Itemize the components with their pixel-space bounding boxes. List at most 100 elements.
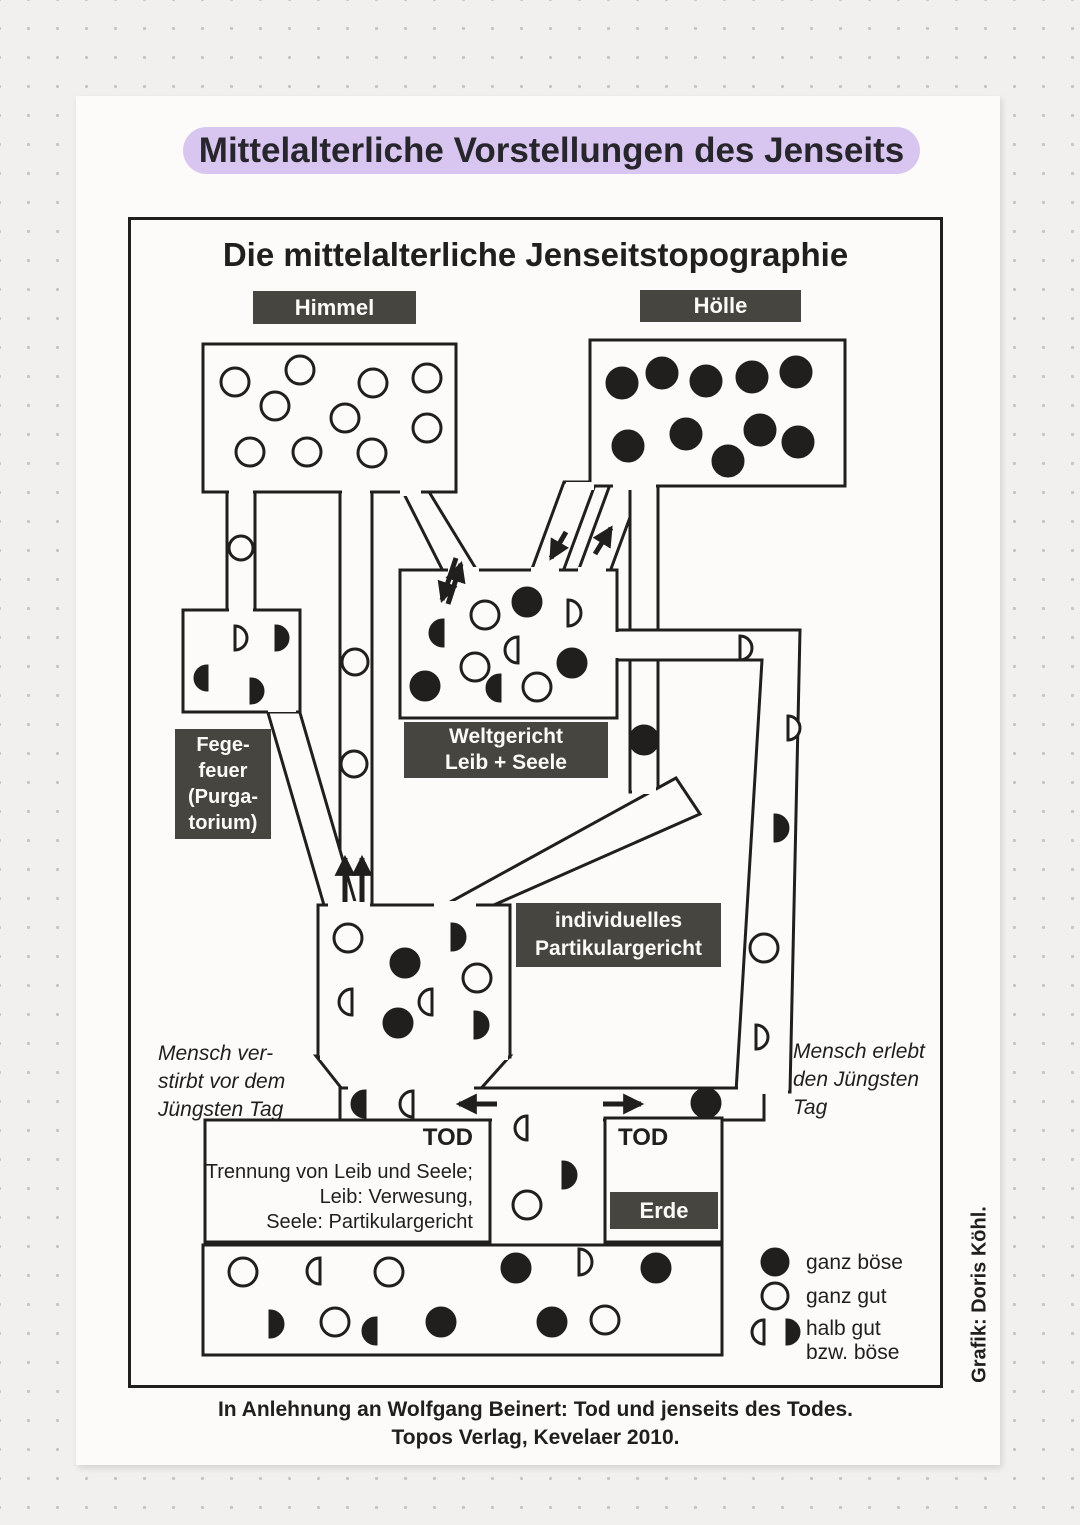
- soul-b-hoelle: [711, 444, 745, 478]
- legend-label-good: ganz gut: [806, 1285, 887, 1308]
- legend-symbols: [750, 1247, 801, 1346]
- soul-hr-weltgericht: [566, 598, 583, 628]
- soul-hrf-fegefeuer: [274, 624, 290, 652]
- soul-g-himmel: [234, 436, 266, 468]
- soul-hr-kanal-rechts: [786, 714, 802, 742]
- soul-hrf-partikulargericht: [473, 1010, 490, 1040]
- soul-g-kanal-rechts: [748, 932, 780, 964]
- soul-g-erde: [589, 1304, 621, 1336]
- soul-b-hoelle: [781, 425, 815, 459]
- soul-b-hoelle: [645, 356, 679, 390]
- soul-g-weltgericht: [459, 651, 491, 683]
- soul-g-himmel: [284, 354, 316, 386]
- soul-hlf-fegefeuer: [193, 664, 209, 692]
- soul-g-himmel: [356, 437, 388, 469]
- death-explanation: Trennung von Leib und Seele; Leib: Verwe…: [205, 1161, 473, 1233]
- soul-hl-partikulargericht: [337, 987, 354, 1017]
- soul-g-kanal-himmel-partikular: [340, 647, 370, 677]
- soul-g-himmel: [329, 402, 361, 434]
- soul-b-hoelle: [735, 360, 769, 394]
- soul-b-hoelle: [605, 366, 639, 400]
- purgatory-label: Fege- feuer (Purga- torium): [175, 729, 271, 839]
- region-boxes: [181, 338, 847, 1357]
- soul-b-erde: [425, 1306, 457, 1338]
- attribution-line2: Topos Verlag, Kevelaer 2010.: [391, 1426, 680, 1449]
- soul-g-kanal-himmel-partikular: [339, 749, 369, 779]
- soul-b-tod-kanal: [690, 1087, 722, 1119]
- soul-hlf-tod-kanal: [350, 1089, 367, 1119]
- arrow-hell-to-worldjudgment: [548, 530, 570, 561]
- diagram-title: Die mittelalterliche Jenseitstopographie: [222, 236, 849, 273]
- soul-g-partikulargericht: [461, 962, 493, 994]
- soul-b-hoelle: [743, 413, 777, 447]
- soul-hl-erde: [305, 1256, 322, 1286]
- soul-hrf-tod-fall: [561, 1160, 578, 1190]
- soul-g-partikulargericht: [332, 922, 364, 954]
- soul-hrf-partikulargericht: [450, 922, 467, 952]
- soul-hlf-weltgericht: [485, 673, 502, 703]
- soul-g-erde: [227, 1256, 259, 1288]
- arrow-worldjudgment-to-hell: [592, 525, 614, 556]
- soul-b-partikulargericht: [382, 1007, 414, 1039]
- death-label-left: TOD: [422, 1124, 473, 1151]
- soul-g-erde: [319, 1306, 351, 1338]
- soul-symbols: [193, 354, 815, 1346]
- death-label-right: TOD: [618, 1124, 669, 1151]
- earth-box: [201, 1243, 724, 1357]
- flow-arrows: [334, 525, 645, 1115]
- soul-b-hoelle: [779, 355, 813, 389]
- hell-label: Hölle: [640, 290, 801, 322]
- page-title-highlight: Mittelalterliche Vorstellungen des Jense…: [183, 127, 920, 174]
- soul-b-kanal-hoelle-abstieg: [628, 724, 660, 756]
- soul-hr-erde: [577, 1247, 594, 1277]
- soul-b-hoelle: [611, 429, 645, 463]
- soul-hl-weltgericht: [503, 635, 520, 665]
- soul-g-tod-fall: [511, 1189, 543, 1221]
- soul-b-weltgericht: [409, 670, 441, 702]
- purgatory-box: [181, 608, 302, 714]
- soul-b-weltgericht: [511, 586, 543, 618]
- soul-g-erde: [373, 1256, 405, 1288]
- world-judgment-label: Weltgericht Leib + Seele: [404, 722, 608, 778]
- soul-b-legend: [760, 1247, 790, 1277]
- soul-hrf-fegefeuer: [249, 677, 265, 705]
- soul-hrf-legend: [785, 1318, 801, 1346]
- soul-g-weltgericht: [469, 599, 501, 631]
- note-dies-before-judgment-day: Mensch ver- stirbt vor dem Jüngsten Tag: [158, 1042, 286, 1121]
- soul-b-weltgericht: [556, 647, 588, 679]
- channel-heaven-worldjudgment: [395, 480, 484, 579]
- soul-hl-partikulargericht: [417, 987, 434, 1017]
- soul-hrf-erde: [268, 1309, 285, 1339]
- soul-hr-kanal-rechts: [738, 634, 754, 662]
- soul-b-erde: [536, 1306, 568, 1338]
- heaven-label: Himmel: [253, 291, 416, 324]
- graphic-credit: Grafik: Doris Köhl.: [968, 1206, 991, 1383]
- channel-particular-ascent: [431, 776, 703, 914]
- soul-g-himmel: [259, 390, 291, 422]
- soul-b-hoelle: [669, 417, 703, 451]
- soul-hl-tod-kanal: [398, 1089, 415, 1119]
- soul-g-himmel: [219, 366, 251, 398]
- soul-g-himmel: [411, 412, 443, 444]
- earth-label: Erde: [610, 1192, 718, 1229]
- soul-g-himmel: [357, 367, 389, 399]
- soul-b-erde: [640, 1252, 672, 1284]
- death-left-text-box: [203, 1118, 492, 1244]
- soul-g-weltgericht: [521, 671, 553, 703]
- legend-label-bad: ganz böse: [806, 1251, 903, 1274]
- attribution-line1: In Anlehnung an Wolfgang Beinert: Tod un…: [217, 1398, 854, 1421]
- channel-heaven-particular: [338, 478, 374, 914]
- soul-hlf-weltgericht: [428, 618, 445, 648]
- soul-hlf-erde: [361, 1316, 378, 1346]
- soul-g-himmel: [411, 362, 443, 394]
- soul-g-kanal-himmel-fegefeuer: [227, 534, 255, 562]
- soul-hl-tod-fall: [513, 1114, 529, 1142]
- channel-openings: [229, 482, 788, 1124]
- soul-g-legend: [760, 1281, 790, 1311]
- arrow-up-from-worldjudgment: [445, 561, 466, 605]
- diagram-frame: [128, 217, 943, 1388]
- soul-hrf-kanal-rechts: [773, 813, 790, 843]
- particular-judgment-label: individuelles Partikulargericht: [516, 903, 721, 967]
- soul-hr-kanal-rechts: [754, 1023, 770, 1051]
